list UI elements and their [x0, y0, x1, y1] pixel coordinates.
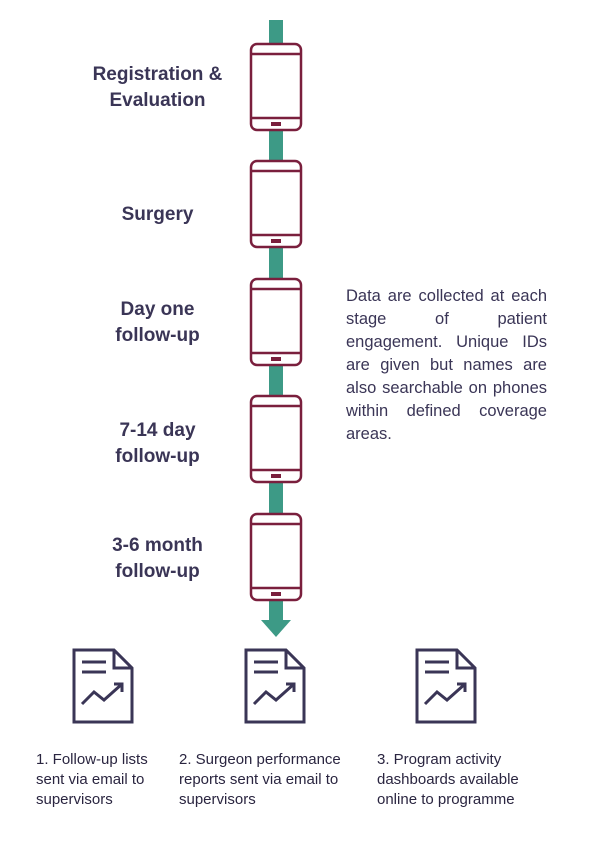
- report-3-label: 3. Program activity dashboards available…: [377, 750, 552, 810]
- stage-label-line: 7-14 day: [119, 420, 196, 441]
- stage-3-mobile-phone-icon: [249, 277, 303, 367]
- stage-label-line: follow-up: [115, 561, 200, 582]
- stage-4-mobile-phone-icon: [249, 394, 303, 484]
- report-1-chart-document-icon: [72, 648, 134, 724]
- report-2-label: 2. Surgeon performance reports sent via …: [179, 750, 369, 810]
- stage-label-line: Registration &: [92, 64, 223, 85]
- report-label-line: dashboards available: [377, 771, 519, 788]
- stage-label-surgery: Surgery: [60, 202, 255, 228]
- stage-label-line: Evaluation: [109, 90, 206, 111]
- stage-label-7-14-day: 7-14 day follow-up: [60, 418, 255, 470]
- report-label-line: supervisors: [36, 791, 113, 808]
- stage-label-line: Surgery: [121, 204, 194, 225]
- report-label-line: sent via email to: [36, 771, 145, 788]
- stage-label-day-one: Day one follow-up: [60, 297, 255, 349]
- stage-label-3-6-month: 3-6 month follow-up: [60, 533, 255, 585]
- report-label-line: 3. Program activity: [377, 751, 502, 768]
- report-label-line: supervisors: [179, 791, 256, 808]
- report-3-chart-document-icon: [415, 648, 477, 724]
- report-label-line: reports sent via email to: [179, 771, 339, 788]
- report-label-line: 2. Surgeon performance: [179, 751, 341, 768]
- stage-label-line: follow-up: [115, 446, 200, 467]
- stage-label-line: follow-up: [115, 325, 200, 346]
- stage-label-line: Day one: [120, 299, 195, 320]
- data-collection-description: Data are collected at each stage of pati…: [346, 287, 547, 443]
- stage-5-mobile-phone-icon: [249, 512, 303, 602]
- report-label-line: 1. Follow-up lists: [36, 751, 148, 768]
- report-2-chart-document-icon: [244, 648, 306, 724]
- report-label-line: online to programme: [377, 791, 515, 808]
- stage-label-line: 3-6 month: [112, 535, 203, 556]
- stage-label-registration: Registration & Evaluation: [60, 62, 255, 114]
- arrow-down-icon: [261, 620, 291, 637]
- report-1-label: 1. Follow-up lists sent via email to sup…: [36, 750, 226, 810]
- stage-2-mobile-phone-icon: [249, 159, 303, 249]
- stage-1-mobile-phone-icon: [249, 42, 303, 132]
